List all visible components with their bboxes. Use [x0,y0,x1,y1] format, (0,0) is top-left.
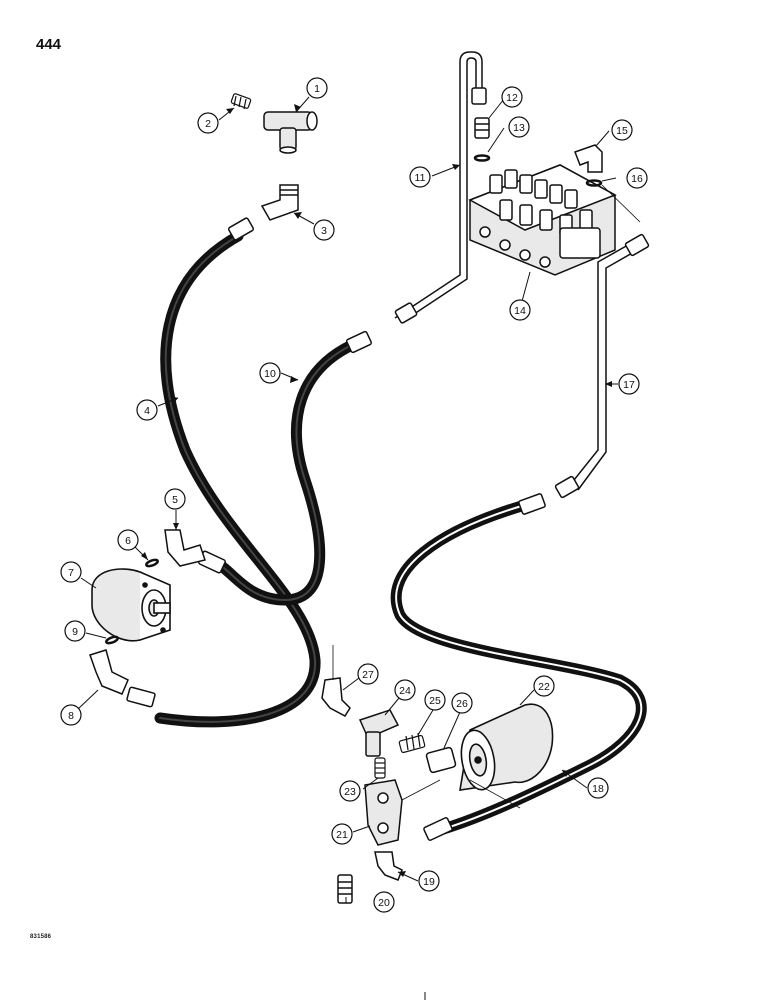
svg-text:7: 7 [68,567,74,579]
svg-text:19: 19 [423,876,435,888]
svg-text:14: 14 [514,305,526,317]
callout-11: 11 [409,166,431,188]
callout-16: 16 [626,167,648,189]
svg-text:6: 6 [125,535,131,547]
svg-text:12: 12 [506,92,518,104]
callout-15: 15 [611,119,633,141]
callout-19: 19 [418,870,440,892]
svg-text:3: 3 [321,225,327,237]
callout-4: 4 [136,399,158,421]
plug-2 [230,93,252,110]
svg-text:27: 27 [362,669,374,681]
tee-fitting-24 [358,709,400,757]
svg-text:8: 8 [68,710,74,722]
connector-20 [337,874,353,904]
callout-7: 7 [60,561,82,583]
svg-text:5: 5 [172,494,178,506]
hose-end-fittings [126,217,546,841]
svg-text:15: 15 [616,125,628,137]
callout-26: 26 [451,692,473,714]
o-ring-6 [145,558,159,568]
callout-2: 2 [197,112,219,134]
svg-text:16: 16 [631,173,643,185]
hose-18 [390,499,647,836]
elbow-3 [260,184,299,221]
svg-text:2: 2 [205,118,211,130]
callout-14: 14 [509,299,531,321]
valve-block-21 [364,779,403,846]
svg-text:20: 20 [378,897,390,909]
svg-text:25: 25 [429,695,441,707]
callout-8: 8 [60,704,82,726]
callout-3: 3 [313,219,335,241]
tube-fittings [394,87,650,499]
svg-text:1: 1 [314,83,320,95]
callout-12: 12 [501,86,523,108]
svg-text:17: 17 [623,379,635,391]
svg-text:4: 4 [144,405,150,417]
adapter-26 [425,746,457,774]
hydraulic-pump-7 [91,568,171,642]
callout-22: 22 [533,675,555,697]
callout-5: 5 [164,488,186,510]
svg-text:22: 22 [538,681,550,693]
svg-text:26: 26 [456,698,468,710]
leader-lines [76,96,618,903]
callout-24: 24 [394,679,416,701]
drawing-reference-code: 831586 [30,934,52,940]
connector-12 [474,117,490,139]
hose-10 [214,339,358,606]
callout-23: 23 [339,780,361,802]
o-ring-13 [473,154,491,162]
elbow-8 [89,649,129,695]
o-ring-16 [585,179,603,187]
leader-arrowheads [141,104,612,877]
nipple-25 [398,732,426,754]
svg-text:18: 18 [592,783,604,795]
elbow-5 [164,529,206,567]
nipple-23 [374,757,386,779]
control-valve-14 [468,164,617,276]
callout-10: 10 [259,362,281,384]
page-number: 444 [36,36,62,53]
elbow-15 [574,144,603,173]
tee-fitting-1 [263,111,318,154]
svg-text:11: 11 [415,172,426,184]
svg-text:13: 13 [513,122,525,134]
svg-text:21: 21 [336,829,348,841]
svg-text:23: 23 [344,786,356,798]
tube-11 [394,51,483,323]
callout-21: 21 [331,823,353,845]
callout-20: 20 [373,891,395,913]
callout-17: 17 [618,373,640,395]
hose-4 [154,230,321,728]
o-ring-9 [105,635,119,645]
callout-18: 18 [587,777,609,799]
elbow-27 [321,677,351,717]
svg-text:10: 10 [264,368,276,380]
callout-6: 6 [117,529,139,551]
svg-text:24: 24 [399,685,411,697]
elbow-19 [374,851,403,881]
callout-1: 1 [306,77,328,99]
filter-22 [459,703,554,791]
callout-25: 25 [424,689,446,711]
callout-9: 9 [64,620,86,642]
tube-17 [569,244,635,491]
svg-text:9: 9 [72,626,78,638]
callout-13: 13 [508,116,530,138]
callout-27: 27 [357,663,379,685]
